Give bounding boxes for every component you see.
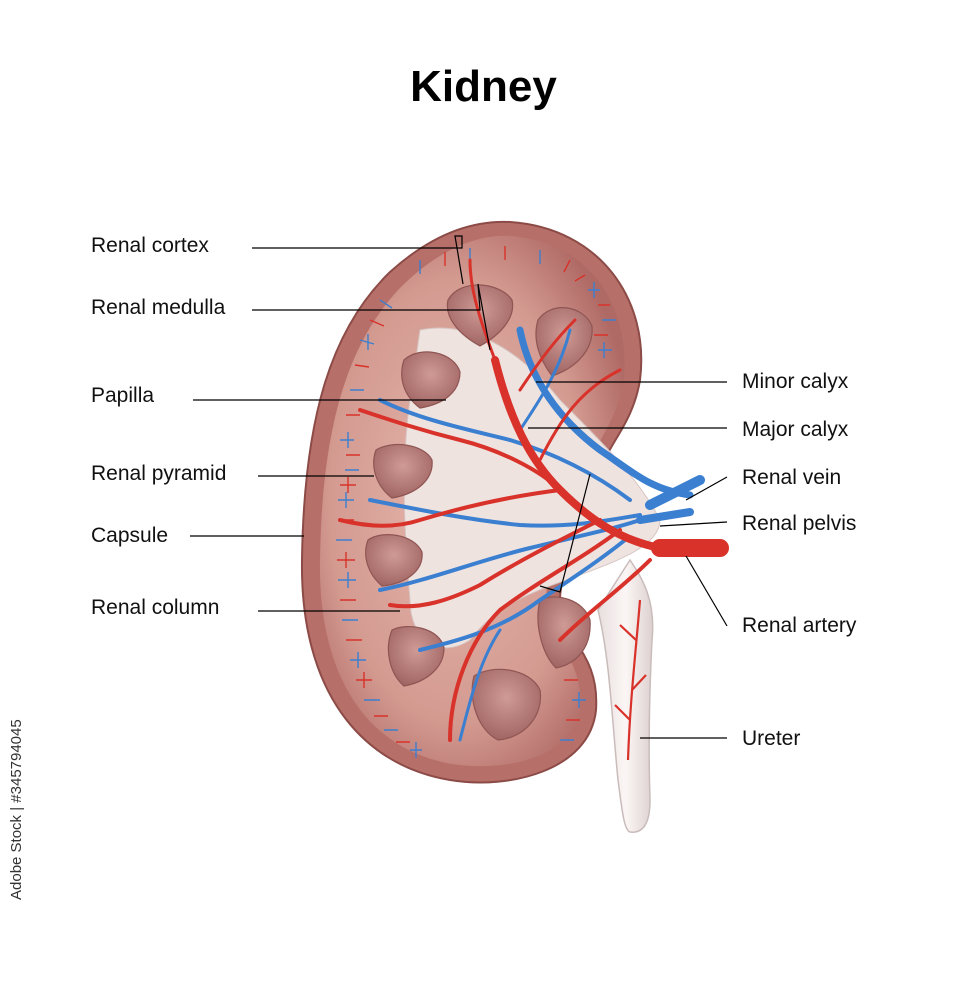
renal-pyramid [373,443,433,499]
label-renal-vein: Renal vein [742,466,842,489]
leader-renal-vein [685,476,728,501]
renal-pyramids [365,284,593,741]
ureter-tube [597,558,654,833]
renal-pyramid [471,668,542,741]
label-renal-medulla: Renal medulla [91,296,226,319]
label-major-calyx: Major calyx [742,418,849,441]
label-papilla: Papilla [91,384,155,407]
renal-pyramid [365,534,423,587]
renal-pyramid [537,596,591,669]
label-ureter: Ureter [742,727,801,750]
label-renal-pelvis: Renal pelvis [742,512,857,535]
ureter-vessel [614,599,647,761]
label-renal-artery: Renal artery [742,614,857,637]
renal-pyramid [387,626,445,687]
label-renal-column: Renal column [91,596,220,619]
label-renal-cortex: Renal cortex [91,234,209,257]
leader-renal-cortex [252,235,464,285]
arteries [338,258,729,742]
stock-id-watermark: Adobe Stock | #345794045 [8,719,25,900]
renal-pyramid [535,307,593,377]
leader-renal-artery [685,555,728,627]
leader-renal-pelvis-bracket [539,473,591,593]
renal-pyramid [401,351,461,409]
leader-renal-medulla [252,283,491,351]
leader-lines [190,235,728,739]
page-title: Kidney [410,62,557,111]
label-minor-calyx: Minor calyx [742,370,849,393]
leader-renal-pelvis [659,521,728,527]
label-capsule: Capsule [91,524,169,547]
label-renal-pyramid: Renal pyramid [91,462,227,485]
cortex-vessels [336,246,616,758]
